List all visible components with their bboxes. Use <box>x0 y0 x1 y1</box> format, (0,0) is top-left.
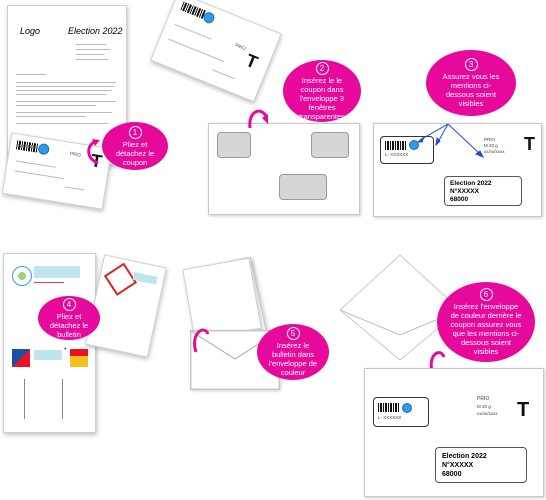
step-5-bubble: 5 Insérez le bulletin dans l'enveloppe d… <box>257 324 329 380</box>
step-6-text: Insérez l'enveloppe de couleur derrière … <box>450 302 522 356</box>
coupon-3-date: xx/xx/xxxx <box>484 149 505 154</box>
address-3-line3: 68000 <box>450 196 469 203</box>
step-3-number: 3 <box>464 58 478 71</box>
address-6-line1: Election 2022 <box>442 453 487 460</box>
step-6-number: 6 <box>479 288 493 301</box>
address-6-line2: N°XXXXX <box>442 462 474 469</box>
step-4-bubble: 4 Pliez et détachez le bulletin <box>38 296 100 340</box>
pointer-arrows-3 <box>416 123 485 158</box>
coupon-window-6: L- XXXXXX <box>373 397 429 427</box>
step-1-number: 1 <box>128 125 142 139</box>
step-2-number: 2 <box>315 61 329 75</box>
step-3-text: Assurez vous les mentions ci-dessous soi… <box>442 72 500 108</box>
step-4-number: 4 <box>62 297 76 311</box>
step-1-text: Pliez et détachez le coupon <box>115 139 155 167</box>
insert-arrow-5 <box>193 328 210 353</box>
letter-title: Election 2022 <box>68 26 123 36</box>
address-3-line2: N°XXXXX <box>450 188 479 195</box>
coupon-6-weight: M 20 g <box>477 404 491 409</box>
fold-arrow-1 <box>87 139 100 165</box>
letter-logo: Logo <box>20 26 41 36</box>
address-6-line3: 68000 <box>442 471 462 478</box>
step-1-bubble: 1 Pliez et détachez le coupon <box>102 122 168 170</box>
envelope-final-6: L- XXXXXX PRIO M 20 g xx/xx/xxxx T Elect… <box>364 368 544 497</box>
coupon-card-2: PRIO T <box>150 0 282 103</box>
insert-arrow-2 <box>248 109 268 129</box>
step-6-bubble: 6 Insérez l'enveloppe de couleur derrièr… <box>437 282 535 362</box>
coupon-6-date: xx/xx/xxxx <box>477 411 498 416</box>
address-window-6: Election 2022 N°XXXXX 68000 <box>435 447 527 483</box>
ballot-strip-4 <box>85 254 167 358</box>
step-2-bubble: 2 Insérez le le coupon dans l'enveloppe … <box>283 60 361 122</box>
coupon-3-weight: M 20 g <box>484 143 498 148</box>
coupon-6-prio: PRIO <box>477 396 490 402</box>
coupon-window-3: L- XXXXXX <box>380 136 434 164</box>
address-3-line1: Election 2022 <box>450 180 492 187</box>
step-3-bubble: 3 Assurez vous les mentions ci-dessous s… <box>426 50 516 116</box>
coupon-2-prio: PRIO <box>234 42 247 52</box>
coupon-1-prio: PRIO <box>69 150 82 158</box>
envelope-3-windows <box>208 123 360 215</box>
envelope-filled-3: L- XXXXXX PRIO M 20 g xx/xx/xxxx T Elect… <box>373 123 542 217</box>
insert-arrow-6 <box>429 351 446 372</box>
step-2-text: Insérez le le coupon dans l'enveloppe 3 … <box>299 75 345 121</box>
address-window-3: Election 2022 N°XXXXX 68000 <box>444 176 522 206</box>
ballot-sheet: ● <box>3 253 96 433</box>
step-4-text: Pliez et détachez le bulletin <box>49 311 89 339</box>
step-5-number: 5 <box>286 327 300 340</box>
step-5-text: Insérez le bulletin dans l'enveloppe de … <box>268 341 318 377</box>
coupon-3-prio: PRIO <box>484 137 496 142</box>
